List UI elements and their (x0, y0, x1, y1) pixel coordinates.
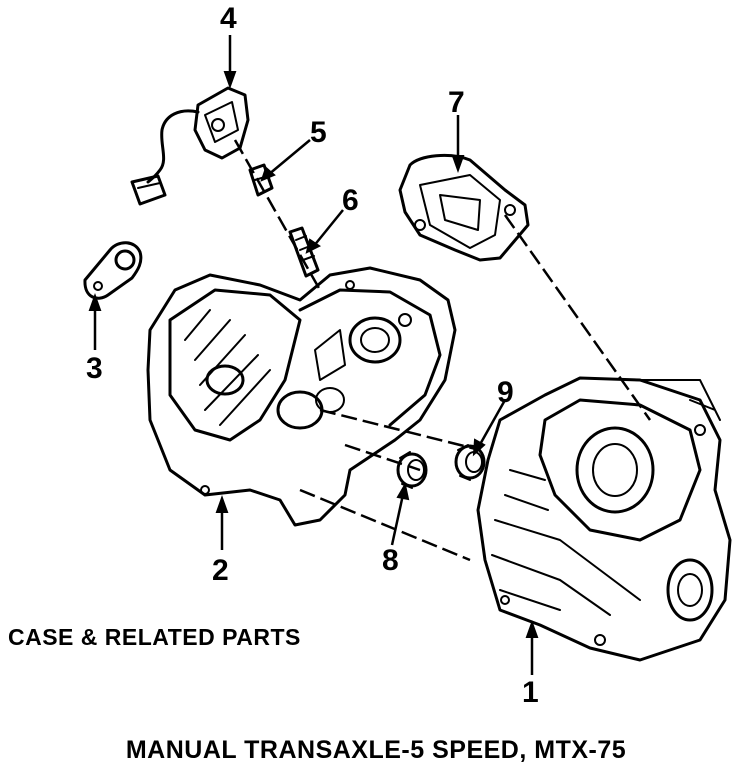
diagram-title: MANUAL TRANSAXLE-5 SPEED, MTX-75 (125, 736, 627, 764)
callout-1: 1 (522, 676, 539, 709)
callout-9: 9 (497, 376, 514, 409)
callout-8: 8 (382, 544, 399, 577)
part-clutch-housing (146, 266, 457, 527)
section-label: CASE & RELATED PARTS (8, 624, 301, 650)
part-speed-sensor (130, 86, 250, 206)
part-pin (288, 226, 320, 278)
callout-2: 2 (212, 554, 229, 587)
callout-7: 7 (448, 86, 465, 119)
part-transaxle-case (476, 376, 732, 662)
alignment-lines (233, 139, 652, 562)
leader-lines (88, 35, 539, 675)
part-seal-8 (396, 451, 428, 489)
part-bearing-9 (454, 444, 486, 481)
callout-5: 5 (310, 116, 327, 149)
part-shift-cover (398, 154, 530, 262)
callout-6: 6 (342, 184, 359, 217)
callout-4: 4 (220, 2, 237, 35)
callout-labels: 4 5 6 7 3 2 8 9 1 (86, 2, 539, 709)
part-plate (83, 241, 143, 300)
callout-3: 3 (86, 352, 103, 385)
